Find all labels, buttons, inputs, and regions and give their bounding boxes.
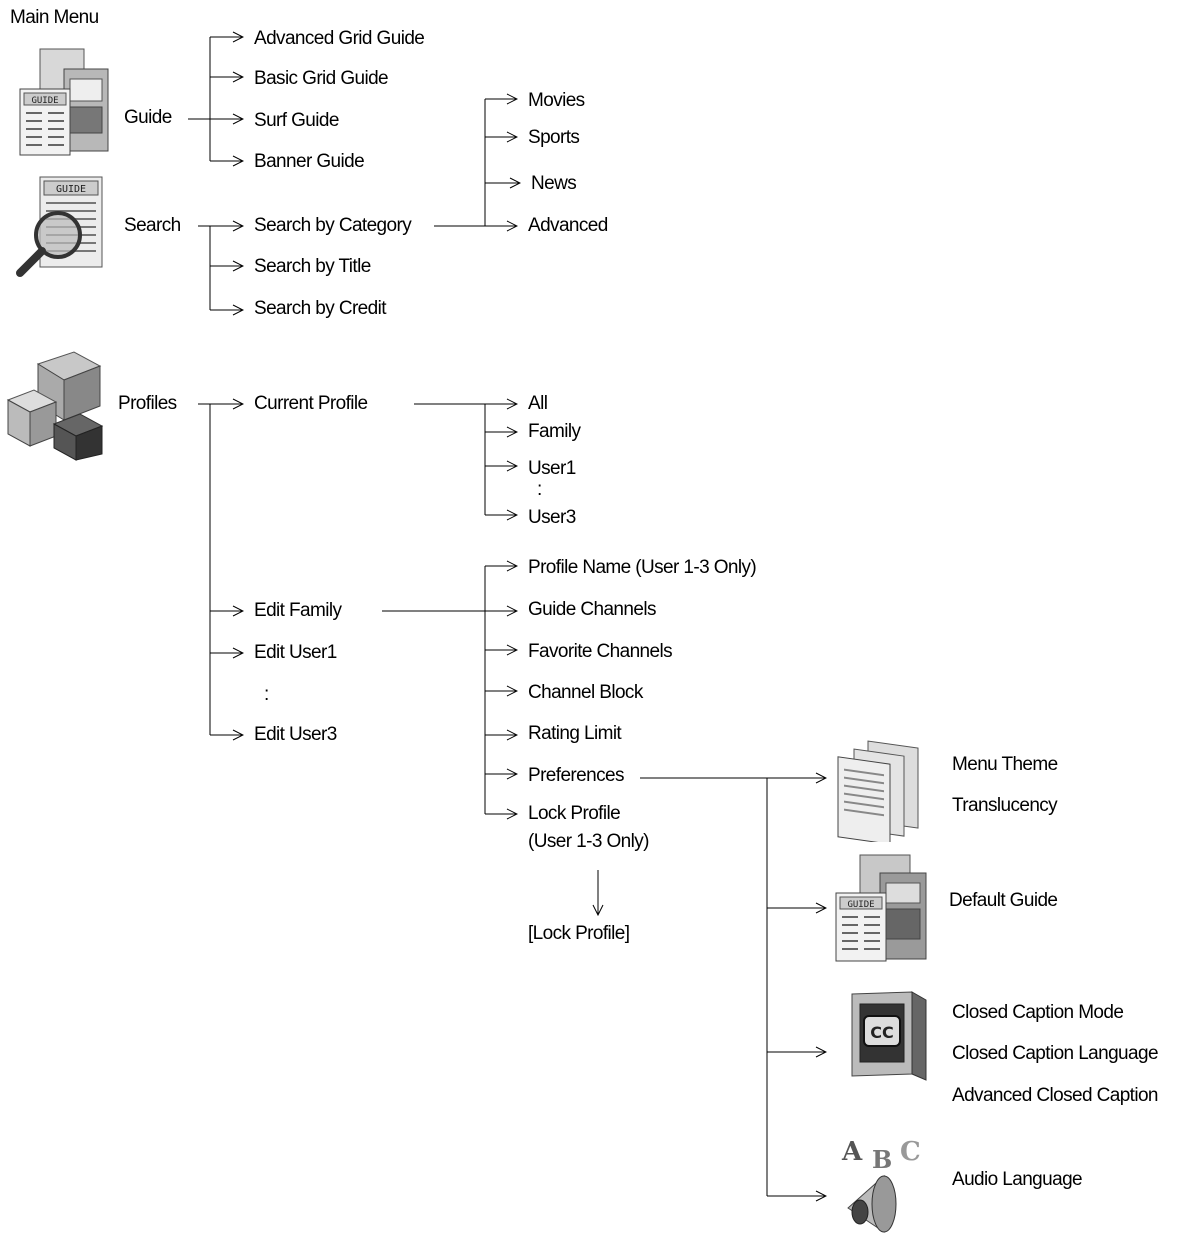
edit-item-guide-channels[interactable]: Guide Channels	[528, 599, 656, 620]
search-item-title[interactable]: Search by Title	[254, 256, 371, 277]
guide-item-basic-grid[interactable]: Basic Grid Guide	[254, 68, 389, 89]
pref-advanced-closed-caption[interactable]: Advanced Closed Caption	[952, 1085, 1159, 1106]
menu-profiles-label[interactable]: Profiles	[118, 393, 177, 414]
edit-item-preferences[interactable]: Preferences	[528, 765, 624, 786]
svg-text:C: C	[900, 1137, 921, 1167]
profile-item-ellipsis: :	[264, 684, 269, 705]
guide-item-surf[interactable]: Surf Guide	[254, 110, 339, 131]
profile-item-edit-family[interactable]: Edit Family	[254, 600, 342, 621]
category-item-movies[interactable]: Movies	[528, 90, 585, 111]
category-item-sports[interactable]: Sports	[528, 127, 580, 148]
search-item-credit[interactable]: Search by Credit	[254, 298, 387, 319]
current-profile-user3[interactable]: User3	[528, 507, 576, 528]
category-item-advanced[interactable]: Advanced	[528, 215, 608, 236]
profile-item-edit-user1[interactable]: Edit User1	[254, 642, 337, 663]
lock-profile-result: [Lock Profile]	[528, 923, 630, 944]
svg-text:GUIDE: GUIDE	[31, 96, 58, 106]
svg-text:A: A	[841, 1137, 863, 1167]
edit-item-favorite-channels[interactable]: Favorite Channels	[528, 641, 673, 662]
edit-item-lock-profile[interactable]: Lock Profile	[528, 803, 621, 824]
menu-search-label[interactable]: Search	[124, 215, 181, 236]
edit-item-rating-limit[interactable]: Rating Limit	[528, 723, 622, 744]
pref-menu-theme[interactable]: Menu Theme	[952, 754, 1058, 775]
current-profile-ellipsis: :	[537, 479, 542, 500]
profile-item-edit-user3[interactable]: Edit User3	[254, 724, 337, 745]
edit-item-lock-profile-note: (User 1-3 Only)	[528, 831, 649, 852]
menu-theme-pages-icon	[837, 740, 919, 842]
svg-text:B: B	[872, 1145, 892, 1174]
current-profile-user1[interactable]: User1	[528, 458, 576, 479]
menu-guide-label[interactable]: Guide	[124, 107, 172, 128]
profiles-chairs-icon	[6, 351, 104, 461]
guide-item-advanced-grid[interactable]: Advanced Grid Guide	[254, 28, 425, 49]
pref-translucency[interactable]: Translucency	[952, 795, 1058, 816]
pref-closed-caption-mode[interactable]: Closed Caption Mode	[952, 1002, 1124, 1023]
current-profile-family[interactable]: Family	[528, 421, 581, 442]
search-magnifier-icon: GUIDE	[16, 176, 103, 277]
svg-text:GUIDE: GUIDE	[847, 900, 874, 910]
current-profile-all[interactable]: All	[528, 393, 548, 414]
pref-default-guide[interactable]: Default Guide	[949, 890, 1058, 911]
svg-text:CC: CC	[870, 1023, 893, 1042]
search-item-category[interactable]: Search by Category	[254, 215, 412, 236]
default-guide-icon: GUIDE	[835, 854, 927, 962]
pref-closed-caption-language[interactable]: Closed Caption Language	[952, 1043, 1159, 1064]
page-title: Main Menu	[10, 7, 99, 28]
edit-item-profile-name[interactable]: Profile Name (User 1-3 Only)	[528, 557, 757, 578]
category-item-news[interactable]: News	[531, 173, 577, 194]
closed-caption-cc-icon: CC	[851, 991, 927, 1081]
audio-language-abc-icon: A B C	[841, 1137, 921, 1233]
guide-newspaper-icon: GUIDE	[19, 48, 109, 156]
edit-item-channel-block[interactable]: Channel Block	[528, 682, 643, 703]
profile-item-current[interactable]: Current Profile	[254, 393, 368, 414]
svg-text:GUIDE: GUIDE	[56, 184, 86, 195]
guide-item-banner[interactable]: Banner Guide	[254, 151, 365, 172]
pref-audio-language[interactable]: Audio Language	[952, 1169, 1083, 1190]
